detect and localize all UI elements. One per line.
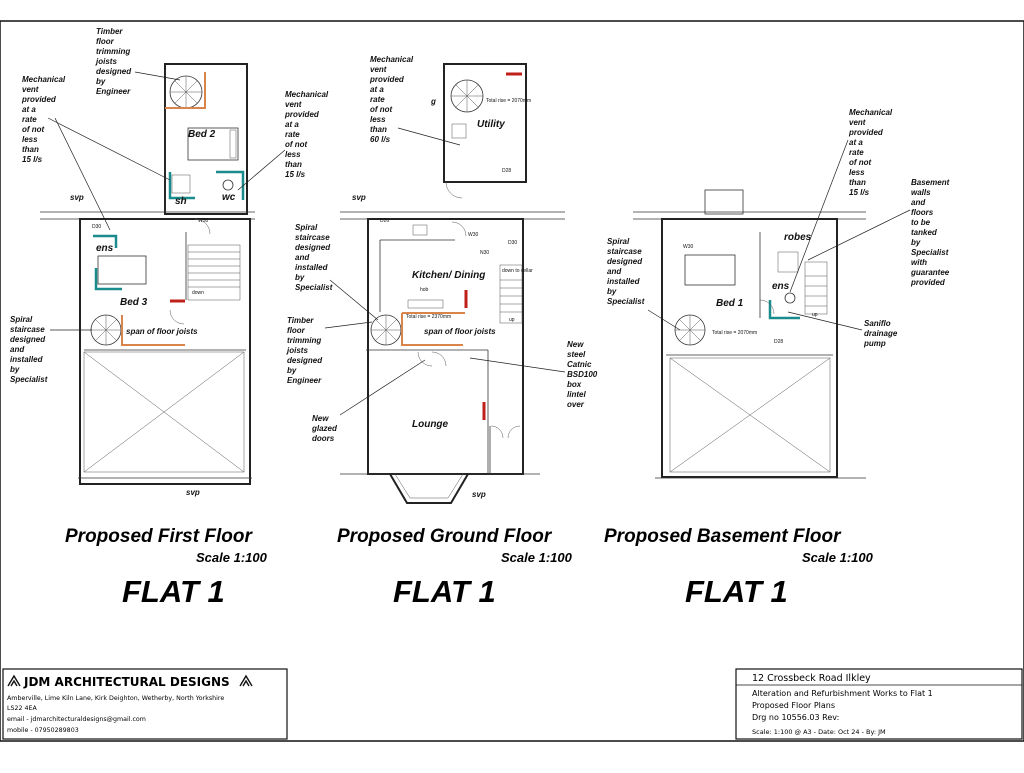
company-email: email - jdmarchitecturaldesigns@gmail.co… bbox=[7, 715, 146, 723]
project-site: 12 Crossbeck Road Ilkley bbox=[752, 673, 871, 684]
door-tag: N30 bbox=[480, 250, 489, 256]
room-label-bed-1: Bed 1 bbox=[716, 298, 744, 309]
room-label-shower: sh bbox=[175, 196, 187, 207]
svp-label: svp bbox=[472, 490, 486, 499]
company-name: JDM ARCHITECTURAL DESIGNS bbox=[23, 675, 230, 689]
project-works: Alteration and Refurbishment Works to Fl… bbox=[752, 689, 933, 698]
flat-label: FLAT 1 bbox=[393, 574, 496, 609]
plan-title: Proposed Ground Floor bbox=[337, 526, 553, 547]
company-logo-icon bbox=[7, 674, 21, 687]
drawing-title: Proposed Floor Plans bbox=[752, 701, 835, 710]
plan-title: Proposed First Floor bbox=[65, 526, 253, 547]
flat-label: FLAT 1 bbox=[122, 574, 225, 609]
room-label-ensuite: ens bbox=[96, 243, 114, 254]
project-title-block: 12 Crossbeck Road Ilkley Alteration and … bbox=[735, 668, 1023, 740]
hob-label: hob bbox=[420, 287, 429, 293]
plan-scale: Scale 1:100 bbox=[196, 550, 268, 565]
plan-scale: Scale 1:100 bbox=[802, 550, 874, 565]
company-logo-icon bbox=[239, 674, 253, 687]
room-label-robes: robes bbox=[784, 232, 812, 243]
door-tag: D26 bbox=[380, 218, 389, 224]
gas-meter-label: g bbox=[430, 97, 436, 106]
company-title-block: JDM ARCHITECTURAL DESIGNS Amberville, Li… bbox=[2, 668, 288, 740]
room-label-bed-2: Bed 2 bbox=[188, 129, 216, 140]
stair-direction-label: down bbox=[192, 290, 204, 296]
basement-floor-plan bbox=[633, 189, 866, 479]
stair-direction-label: up bbox=[509, 317, 515, 323]
room-label-bed-3: Bed 3 bbox=[120, 297, 148, 308]
total-rise-label: Total rise = 2070mm bbox=[712, 330, 757, 336]
ground-floor-plan bbox=[340, 63, 565, 504]
door-tag: W30 bbox=[468, 232, 479, 238]
svp-label: svp bbox=[186, 488, 200, 497]
door-tag: W30 bbox=[683, 244, 694, 250]
room-label-utility: Utility bbox=[477, 119, 505, 130]
door-tag: W30 bbox=[198, 218, 209, 224]
joist-span-label: span of floor joists bbox=[126, 327, 198, 336]
stair-direction-label: up bbox=[812, 312, 818, 318]
room-label-ensuite: ens bbox=[772, 281, 790, 292]
company-address: Amberville, Lime Kiln Lane, Kirk Deighto… bbox=[7, 695, 224, 702]
door-tag: D28 bbox=[502, 168, 511, 174]
company-mobile: mobile - 07950289803 bbox=[7, 727, 79, 734]
drawing-number: Drg no 10556.03 Rev: bbox=[752, 713, 839, 722]
room-label-lounge: Lounge bbox=[412, 419, 449, 430]
total-rise-label: Total rise = 2370mm bbox=[406, 314, 451, 320]
total-rise-label: Total rise = 2070mm bbox=[486, 98, 531, 104]
door-tag: D30 bbox=[92, 224, 101, 230]
svp-label: svp bbox=[352, 193, 366, 202]
cellar-stair-label: down to cellar bbox=[502, 268, 533, 274]
room-label-wc: wc bbox=[222, 192, 236, 203]
joist-span-label: span of floor joists bbox=[424, 327, 496, 336]
first-floor-plan bbox=[40, 63, 255, 485]
plan-title: Proposed Basement Floor bbox=[604, 526, 842, 547]
drawing-meta: Scale: 1:100 @ A3 - Date: Oct 24 - By: J… bbox=[752, 728, 886, 736]
svp-label: svp bbox=[70, 193, 84, 202]
flat-label: FLAT 1 bbox=[685, 574, 788, 609]
company-postcode: LS22 4EA bbox=[7, 705, 38, 712]
room-label-kitchen-dining: Kitchen/ Dining bbox=[412, 270, 485, 281]
sheet-border bbox=[0, 20, 1024, 742]
plan-scale: Scale 1:100 bbox=[501, 550, 573, 565]
door-tag: D30 bbox=[508, 240, 517, 246]
door-tag: D28 bbox=[774, 339, 783, 345]
